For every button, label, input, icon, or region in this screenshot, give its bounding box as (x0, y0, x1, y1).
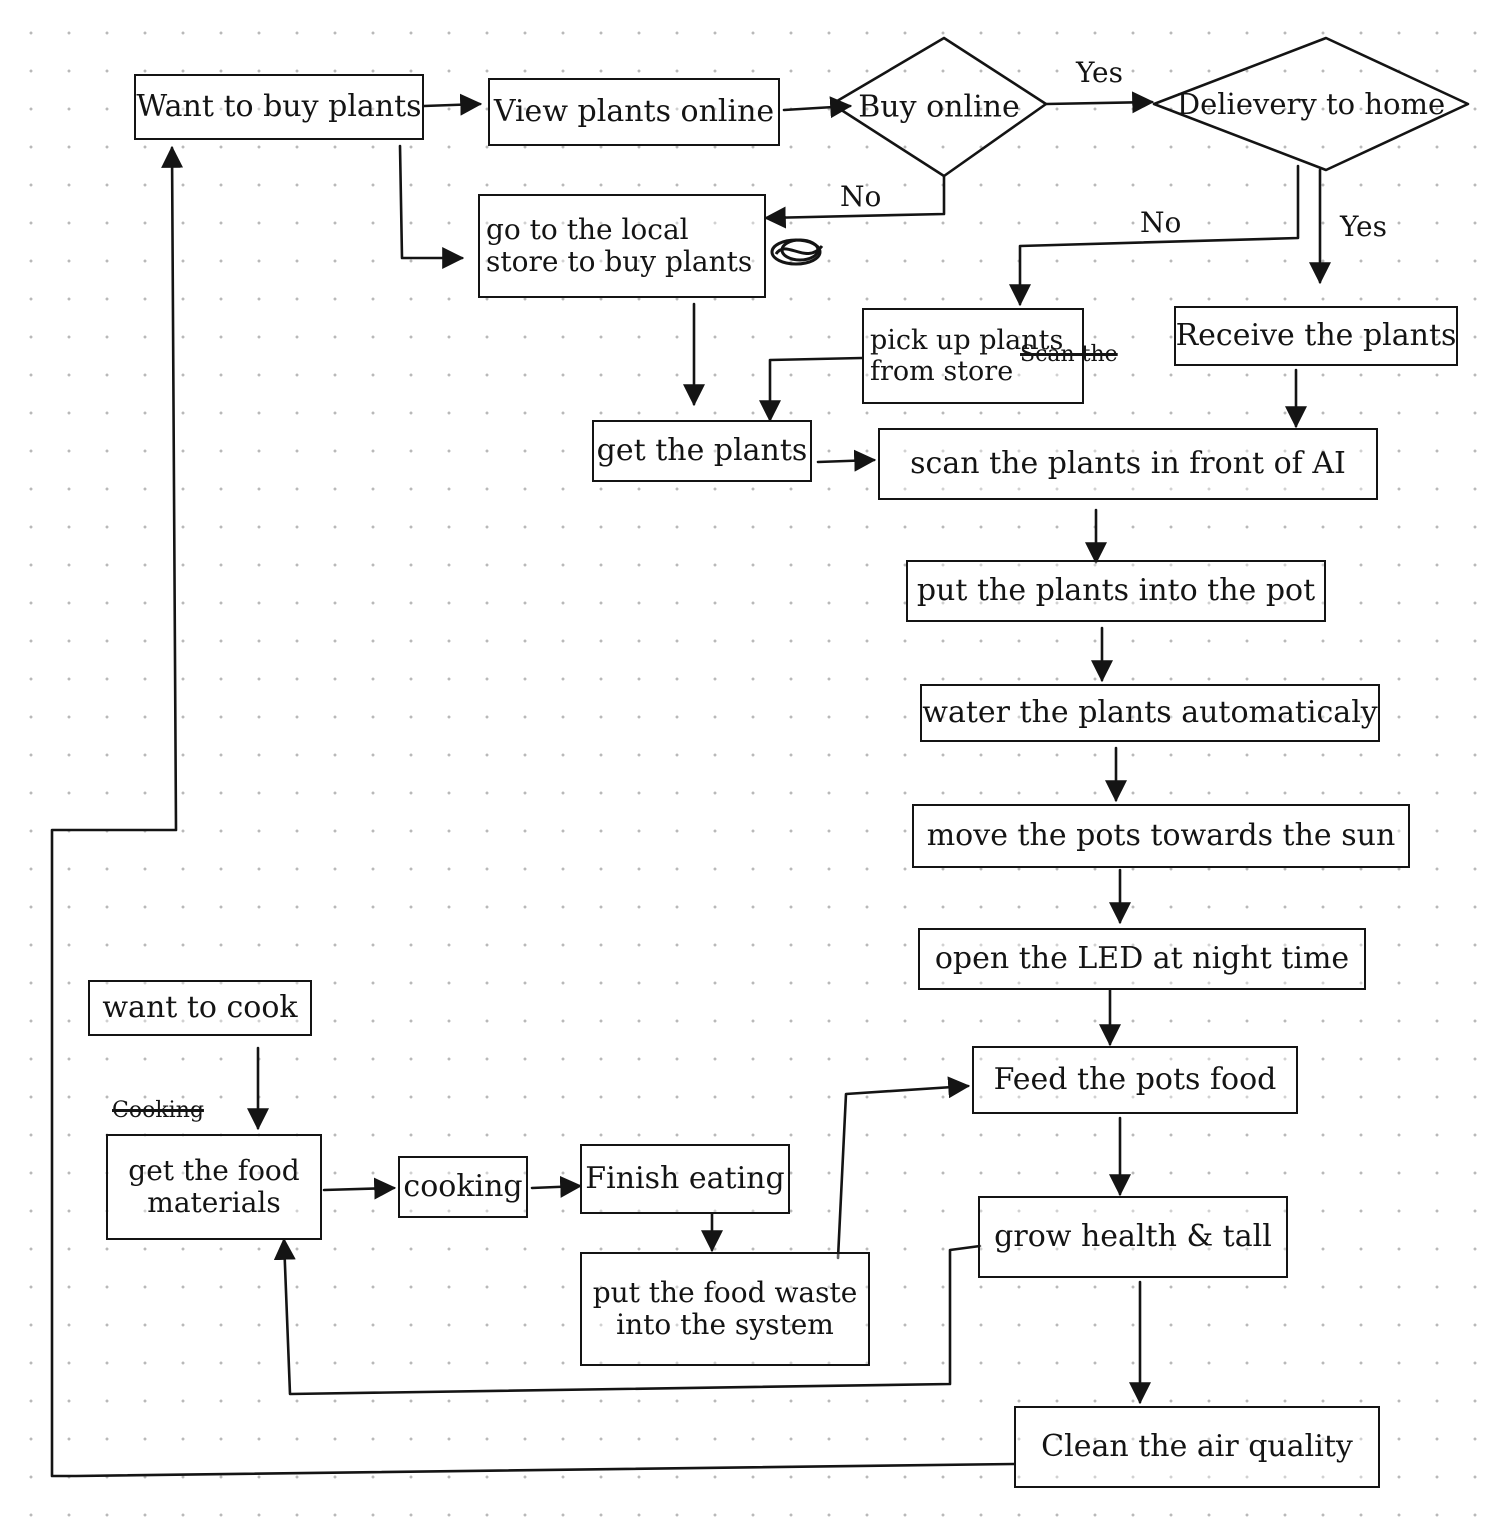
water-plants-box: water the plants automaticaly (920, 684, 1380, 742)
delivery-decision: Delievery to home (1154, 38, 1468, 170)
edge-want-to-view (422, 93, 483, 116)
open-led-box: open the LED at night time (918, 928, 1366, 990)
edge-buyonline-no (763, 174, 946, 229)
crossed-out-cooking: Cooking (112, 1098, 204, 1123)
edge-want-to-localstore (398, 144, 465, 269)
buy-online-no-label: No (840, 180, 882, 213)
get-food-materials-box: get the food materials (106, 1134, 322, 1240)
put-food-waste-box: put the food waste into the system (580, 1252, 870, 1366)
delivery-no-label: No (1140, 206, 1182, 239)
edge-delivery-no (1009, 164, 1300, 307)
buy-online-yes-label: Yes (1076, 56, 1123, 89)
crossed-out-scan-the: Scan the (1020, 342, 1118, 367)
go-to-local-store-box: go to the local store to buy plants (478, 194, 766, 298)
edge-view-to-buyonline (782, 96, 853, 119)
edge-buyonline-yes (1044, 91, 1155, 114)
view-plants-online-box: View plants online (488, 78, 780, 146)
delivery-diamond (1152, 36, 1470, 172)
put-plants-pot-box: put the plants into the pot (906, 560, 1326, 622)
edge-get-to-scan (816, 449, 877, 472)
grow-health-box: grow health & tall (978, 1196, 1288, 1278)
clean-air-box: Clean the air quality (1014, 1406, 1380, 1488)
finish-eating-box: Finish eating (580, 1144, 790, 1214)
edge-clean-to-wantbuy (50, 145, 1016, 1478)
get-the-plants-box: get the plants (592, 420, 812, 482)
edge-pickup-to-get (759, 356, 864, 423)
buy-online-text: Buy online (858, 89, 1020, 125)
want-to-buy-plants-box: Want to buy plants (134, 74, 424, 140)
delivery-yes-label: Yes (1340, 210, 1387, 243)
want-to-cook-box: want to cook (88, 980, 312, 1036)
pick-up-plants-box: pick up plants from store (862, 308, 1084, 404)
edge-waste-to-feed (836, 1076, 971, 1260)
receive-plants-box: Receive the plants (1174, 306, 1458, 366)
cooking-box: cooking (398, 1156, 528, 1218)
delivery-text: Delievery to home (1176, 87, 1446, 121)
buy-online-decision: Buy online (832, 38, 1046, 176)
scan-plants-box: scan the plants in front of AI (878, 428, 1378, 500)
scribble-mark (770, 238, 824, 266)
edge-cooking-to-finish (530, 1175, 583, 1198)
feed-pots-box: Feed the pots food (972, 1046, 1298, 1114)
edge-grow-to-getfood (273, 1237, 982, 1396)
move-pots-box: move the pots towards the sun (912, 804, 1410, 868)
edge-get-to-cooking (322, 1177, 397, 1200)
